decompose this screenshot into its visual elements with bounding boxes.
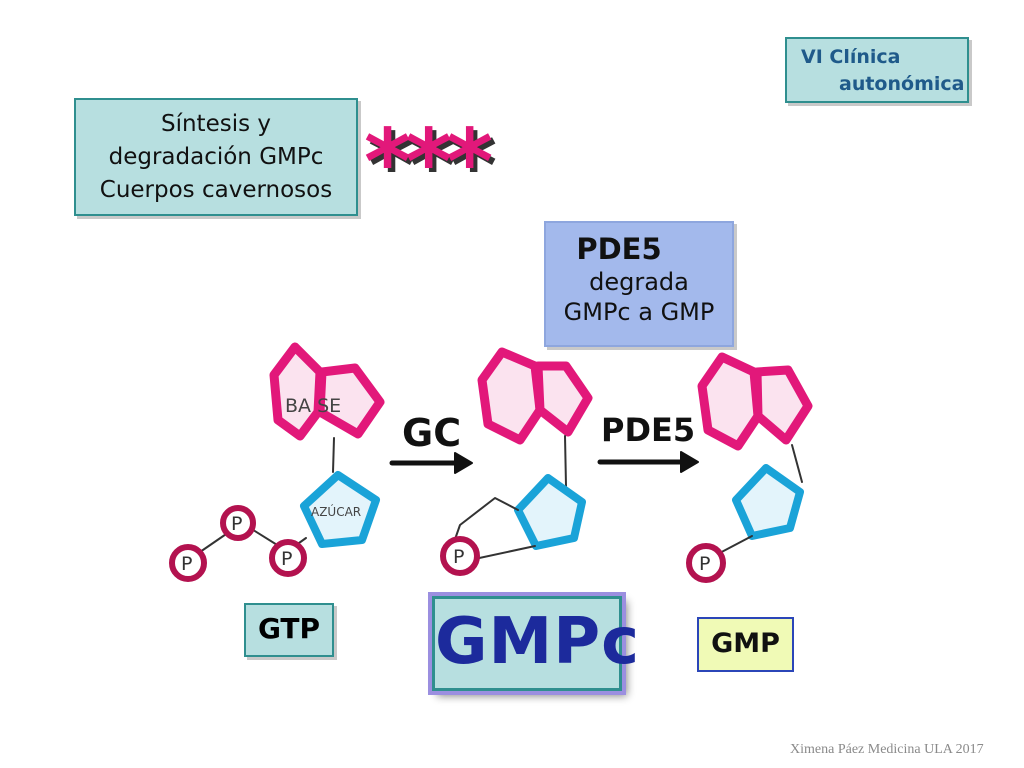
- pde5-line1: degrada: [589, 268, 689, 296]
- gmpc-phosphate-label: P: [453, 546, 464, 568]
- pde5-info-box: PDE5 degrada GMPc a GMP: [544, 221, 734, 347]
- synthesis-box: Síntesis y degradación GMPc Cuerpos cave…: [74, 98, 358, 216]
- gmpc-label-box: GMPc: [432, 596, 639, 691]
- gtp-molecule: BA SE AZÚCAR P P P: [169, 342, 385, 582]
- gmpc-base-hexagon: [477, 347, 545, 445]
- pde5-arrow: [597, 451, 699, 473]
- pde5-arrow-label: PDE5: [601, 411, 696, 449]
- gmp-molecule: P: [686, 352, 813, 583]
- credit-footer: Ximena Páez Medicina ULA 2017: [790, 742, 984, 757]
- gtp-sugar-text: AZÚCAR: [311, 504, 361, 519]
- gtp-phosphate-1-label: P: [231, 513, 242, 535]
- gmp-phosphate: [686, 543, 726, 583]
- synthesis-line3: Cuerpos cavernosos: [99, 177, 333, 203]
- gc-label: GC: [402, 411, 462, 455]
- synthesis-line2: degradación GMPc: [108, 144, 324, 170]
- stars-emphasis: ***: [364, 110, 493, 215]
- pde5-title: PDE5: [576, 232, 662, 266]
- gtp-phosphate-2-label: P: [281, 548, 292, 570]
- section-label-line1: VI Clínica: [801, 46, 901, 68]
- gmpc-phosphate: [440, 536, 480, 576]
- gmp-base-pentagon: [752, 365, 813, 445]
- gtp-base-text: BA SE: [285, 395, 341, 417]
- gmp-phosphate-label: P: [699, 553, 710, 575]
- gmp-label-box: GMP: [697, 617, 794, 672]
- gtp-phosphate-1: [220, 505, 256, 541]
- synthesis-line1: Síntesis y: [160, 111, 271, 137]
- gmpc-sugar-pentagon: [514, 474, 586, 550]
- gc-arrow: [389, 452, 473, 474]
- gtp-base-hexagon: [269, 342, 325, 441]
- gtp-base-pentagon: [315, 363, 385, 439]
- gmp-base-hexagon: [697, 352, 763, 451]
- pde5-line2: GMPc a GMP: [563, 298, 715, 326]
- gtp-phosphate-3: [169, 544, 207, 582]
- gtp-phosphate-2: [269, 539, 307, 577]
- gmpc-base-pentagon: [533, 361, 593, 437]
- gtp-label-box: GTP: [244, 603, 334, 657]
- section-label-box: VI Clínica autonómica: [785, 37, 969, 103]
- section-label-line2: autonómica: [839, 73, 965, 95]
- gmpc-molecule: P: [440, 347, 593, 576]
- gtp-phosphate-3-label: P: [181, 553, 192, 575]
- gtp-sugar-pentagon: [300, 471, 380, 548]
- gmp-sugar-pentagon: [732, 464, 804, 540]
